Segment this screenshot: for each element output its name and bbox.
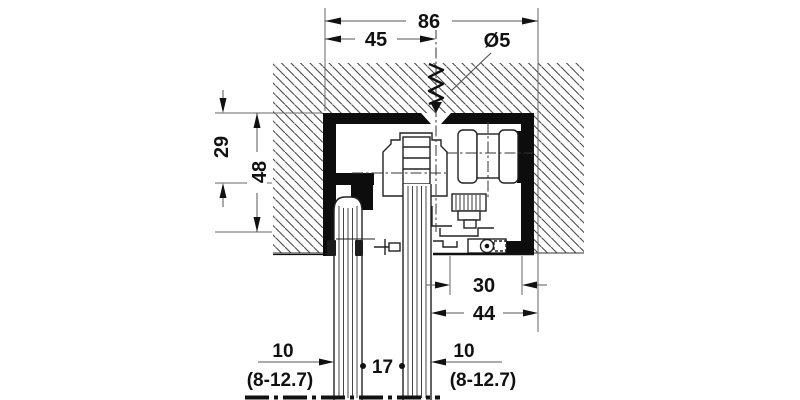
dim-10-left-label: 10 — [272, 341, 293, 362]
dim-17-label: 17 — [372, 357, 393, 378]
track-profile — [273, 113, 534, 256]
dim-30-label: 30 — [473, 275, 495, 297]
dim-fixing-offset: 45 — [325, 29, 436, 51]
center-lines — [352, 28, 533, 232]
countersunk-hole — [421, 113, 451, 124]
dim-panel-gap: 17 — [360, 357, 405, 378]
bottom-fittings — [327, 238, 534, 256]
dim-bottom-width: 44 — [431, 303, 538, 325]
dim-48-label: 48 — [249, 161, 271, 183]
extension-lines — [215, 8, 539, 332]
bottom-guide — [467, 238, 507, 254]
dim-left-panel-thickness: 10 (8-12.7) — [247, 341, 334, 391]
roller-wheels — [457, 129, 519, 184]
door-panel-left — [333, 196, 363, 400]
dim-track-height: 48 — [247, 113, 271, 232]
dim-86-label: 86 — [418, 11, 440, 33]
dim-range-right-label: (8-12.7) — [450, 370, 517, 391]
dim-bottom-clearance: 30 — [426, 275, 547, 297]
dim-front-reveal: 29 — [211, 90, 233, 207]
dim-44-label: 44 — [473, 303, 496, 325]
dim-overall-width: 86 — [325, 11, 538, 33]
roller-carriage — [382, 129, 519, 237]
floor-clip-left — [374, 239, 401, 255]
door-panel-right — [402, 184, 432, 400]
dim-screw-dia-label: Ø5 — [484, 30, 511, 52]
dim-range-left-label: (8-12.7) — [247, 370, 314, 391]
lower-bracket — [431, 206, 452, 227]
suspension-bolt — [402, 136, 431, 185]
wall-hatching — [273, 63, 584, 254]
adjustment-nut — [451, 193, 487, 229]
retainer-arm — [439, 227, 494, 237]
fixing-screw — [427, 62, 445, 113]
dim-right-panel-thickness: 10 (8-12.7) — [431, 341, 516, 391]
gasket-right — [355, 240, 363, 256]
gasket-left — [327, 240, 336, 256]
dim-10-right-label: 10 — [453, 341, 474, 362]
dim-29-label: 29 — [211, 136, 233, 158]
floor-clip-right — [433, 240, 458, 248]
dim-45-label: 45 — [365, 29, 387, 51]
dim-screw-diameter: Ø5 — [450, 30, 511, 92]
